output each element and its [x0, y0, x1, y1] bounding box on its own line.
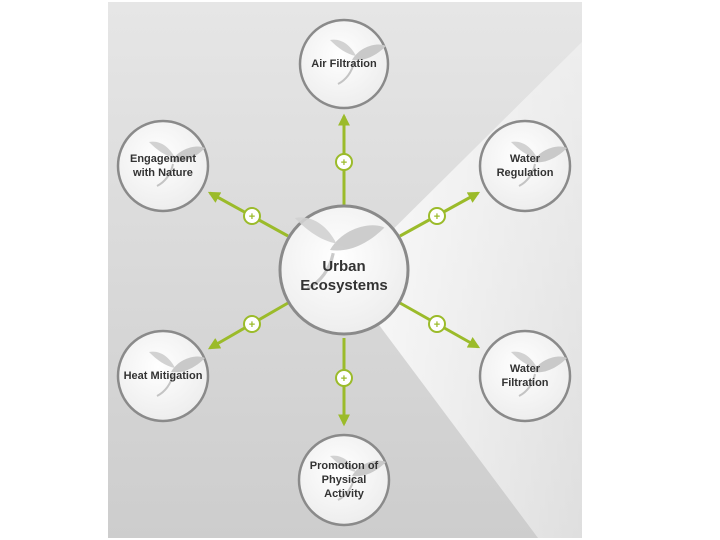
plus-marker-upper-right: +: [429, 208, 445, 224]
center-label: Urban Ecosystems: [282, 214, 406, 338]
node-label-heat-mitigation: Heat Mitigation: [118, 331, 208, 421]
node-label-water-regulation: Water Regulation: [480, 121, 570, 211]
svg-text:+: +: [249, 211, 255, 223]
svg-text:+: +: [434, 319, 440, 331]
node-label-line: with Nature: [130, 166, 196, 180]
node-label-line: Air Filtration: [311, 57, 376, 71]
node-label-line: Engagement: [130, 152, 196, 166]
node-label-line: Water: [497, 152, 554, 166]
plus-marker-upper-left: +: [244, 208, 260, 224]
plus-marker-lower-left: +: [244, 316, 260, 332]
node-label-air-filtration: Air Filtration: [300, 20, 388, 108]
plus-marker-bottom: +: [336, 370, 352, 386]
plus-marker-lower-right: +: [429, 316, 445, 332]
node-label-water-filtration: Water Filtration: [480, 331, 570, 421]
node-label-line: Physical: [310, 473, 378, 487]
node-label-line: Activity: [310, 487, 378, 501]
center-label-line2: Ecosystems: [300, 276, 388, 295]
plus-marker-top: +: [336, 154, 352, 170]
node-label-line: Heat Mitigation: [124, 369, 203, 383]
node-label-line: Water: [501, 362, 548, 376]
center-label-line1: Urban: [300, 257, 388, 276]
node-label-line: Regulation: [497, 166, 554, 180]
svg-text:+: +: [341, 373, 347, 385]
node-label-line: Promotion of: [310, 459, 378, 473]
svg-text:+: +: [341, 157, 347, 169]
node-label-promotion-of-physical-activity: Promotion of Physical Activity: [299, 435, 389, 525]
node-label-line: Filtration: [501, 376, 548, 390]
node-label-engagement-with-nature: Engagement with Nature: [118, 121, 208, 211]
svg-text:+: +: [434, 211, 440, 223]
svg-text:+: +: [249, 319, 255, 331]
